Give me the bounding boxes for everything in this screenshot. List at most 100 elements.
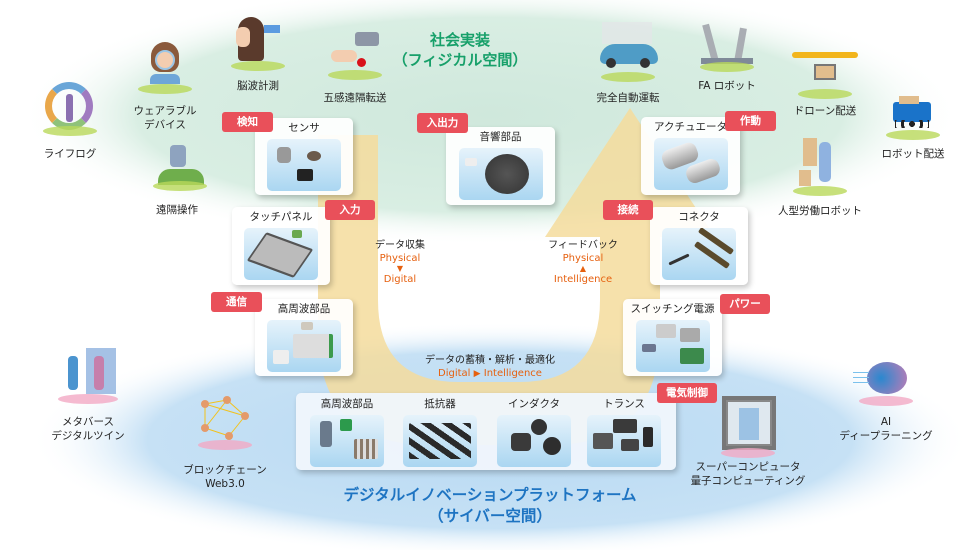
flow-feedback-to: Intelligence: [553, 274, 613, 285]
arrow-down-icon: ▼: [396, 264, 404, 273]
flow-feedback: フィードバック Physical ▲ Intelligence: [548, 239, 618, 286]
component-item[interactable]: 抵抗器: [403, 393, 477, 467]
rf-comm-image: [267, 320, 341, 372]
flow-analysis-label: データの蓄積・解析・最適化: [425, 355, 555, 366]
metaverse-label-line1: メタバース: [62, 416, 114, 428]
resistor-image: [403, 415, 477, 467]
ai-label-line1: AI: [880, 416, 892, 428]
physical-title-line2: （フィジカル空間）: [392, 51, 528, 69]
touch-panel-image: [244, 228, 318, 280]
fa-robot-label: FA ロボット: [698, 80, 756, 92]
rf-comm-card[interactable]: 高周波部品: [255, 299, 353, 376]
brainwave-icon: [231, 15, 285, 71]
tag-communication: 通信: [211, 292, 262, 312]
tag-actuation: 作動: [725, 111, 776, 131]
acoustic-image: [458, 148, 543, 200]
blockchain-icon: [197, 396, 253, 450]
component-item[interactable]: インダクタ: [497, 393, 571, 467]
flow-data-collection: データ収集 Physical ▼ Digital: [375, 239, 425, 286]
tag-detection: 検知: [222, 112, 273, 132]
wearable-label-line1: ウェアラブル: [133, 105, 197, 117]
rf-comm-title: 高周波部品: [277, 303, 331, 315]
tag-connection: 接続: [603, 200, 653, 220]
arrow-right-icon: ▶: [473, 369, 481, 379]
metaverse-label-line2: デジタルツイン: [51, 430, 125, 442]
flow-analysis: データの蓄積・解析・最適化 Digital ▶ Intelligence: [425, 354, 555, 381]
tag-power: パワー: [720, 294, 770, 314]
cyber-space-title: デジタルイノベーションプラットフォーム （サイバー空間）: [344, 485, 637, 527]
sensor-image: [267, 139, 341, 191]
actuator-title: アクチュエータ: [654, 121, 727, 133]
component-item[interactable]: トランス: [587, 393, 661, 467]
acoustic-card[interactable]: 音響部品: [446, 127, 555, 205]
wearable-label: ウェアラブル デバイス: [134, 104, 197, 132]
component-item-label: トランス: [603, 398, 645, 410]
power-supply-card[interactable]: スイッチング電源: [623, 299, 722, 376]
acoustic-title: 音響部品: [479, 131, 522, 143]
wearable-icon: [138, 42, 192, 94]
autonomous-driving-label: 完全自動運転: [596, 92, 660, 104]
wearable-label-line2: デバイス: [144, 119, 186, 131]
component-item-label: 抵抗器: [424, 398, 456, 410]
transformer-image: [587, 415, 661, 467]
flow-collect-to: Digital: [383, 274, 417, 285]
connector-card[interactable]: コネクタ: [650, 207, 748, 285]
inductor-image: [497, 415, 571, 467]
metaverse-label: メタバース デジタルツイン: [51, 415, 124, 443]
physical-title-line1: 社会実装: [429, 31, 491, 49]
supercomputer-icon: [720, 396, 776, 458]
lifelog-icon: [43, 82, 97, 136]
humanoid-robot-label: 人型労働ロボット: [778, 205, 862, 217]
flow-analysis-to: Intelligence: [483, 368, 542, 379]
touch-panel-card[interactable]: タッチパネル: [232, 207, 330, 285]
haptic-hand-icon: [327, 30, 383, 80]
connector-image: [662, 228, 736, 280]
actuator-image: [653, 138, 728, 190]
flow-collect-from: Physical: [379, 253, 421, 264]
blockchain-label-line2: Web3.0: [205, 478, 245, 490]
u-flow-arrow: [318, 108, 715, 445]
flow-collect-label: データ収集: [375, 240, 425, 251]
actuator-card[interactable]: アクチュエータ: [641, 117, 740, 195]
cyber-title-line1: デジタルイノベーションプラットフォーム: [343, 486, 637, 504]
delivery-robot-icon: [886, 88, 940, 140]
power-supply-image: [635, 320, 710, 372]
brainwave-label: 脳波計測: [237, 80, 279, 92]
power-supply-title: スイッチング電源: [630, 303, 715, 315]
cyber-title-line2: （サイバー空間）: [428, 507, 552, 525]
component-item-label: 高周波部品: [320, 398, 374, 410]
touch-panel-title: タッチパネル: [249, 211, 313, 223]
physical-space-title: 社会実装 （フィジカル空間）: [393, 30, 528, 70]
flow-analysis-from: Digital: [438, 368, 471, 379]
humanoid-robot-icon: [793, 136, 847, 196]
supercomputer-label: スーパーコンピュータ 量子コンピューティング: [691, 460, 806, 488]
network-lines-icon: [201, 396, 249, 440]
remote-robot-icon: [150, 143, 210, 191]
factory-robot-icon: [697, 18, 757, 72]
flow-feedback-from: Physical: [562, 253, 604, 264]
component-item[interactable]: 高周波部品: [310, 393, 384, 467]
drone-delivery-label: ドローン配送: [793, 105, 857, 117]
haptic-transfer-label: 五感遠隔転送: [323, 92, 387, 104]
blockchain-label: ブロックチェーン Web3.0: [183, 463, 266, 491]
tag-input: 入力: [325, 200, 375, 220]
ai-label-line2: ディープラーニング: [839, 430, 933, 442]
arrow-up-icon: ▲: [579, 264, 587, 273]
ai-label: AI ディープラーニング: [839, 415, 932, 443]
tag-input-output: 入出力: [417, 113, 468, 133]
component-item-label: インダクタ: [507, 398, 561, 410]
ai-brain-icon: [853, 362, 919, 406]
drone-icon: [792, 50, 858, 99]
sensor-title: センサ: [288, 122, 320, 134]
rf-parts-image: [310, 415, 384, 467]
tag-electrical-control: 電気制御: [657, 383, 717, 403]
remote-operation-label: 遠隔操作: [156, 204, 198, 216]
robot-delivery-label: ロボット配送: [881, 148, 945, 160]
blockchain-label-line1: ブロックチェーン: [183, 464, 267, 476]
lifelog-label: ライフログ: [43, 148, 97, 160]
electrical-control-card[interactable]: 高周波部品 抵抗器 インダクタ トランス: [296, 393, 676, 470]
flow-feedback-label: フィードバック: [548, 240, 618, 251]
supercomputer-label-line2: 量子コンピューティング: [690, 475, 806, 487]
connector-title: コネクタ: [678, 211, 720, 223]
metaverse-icon: [56, 348, 120, 404]
